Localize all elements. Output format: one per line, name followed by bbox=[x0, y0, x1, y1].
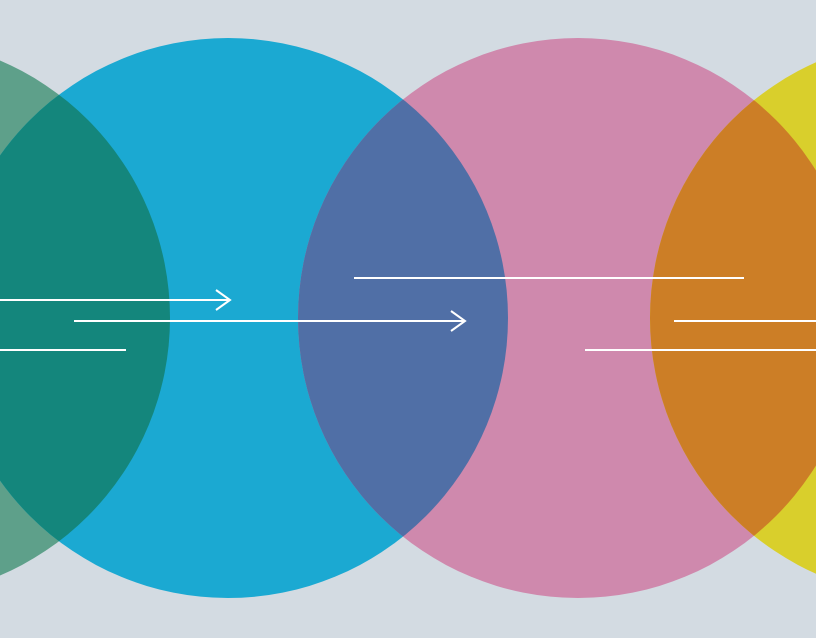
blue-pink-overlap bbox=[298, 38, 508, 598]
right-arrow-icon bbox=[450, 310, 467, 332]
pink-yellow-overlap bbox=[650, 38, 816, 598]
lines-group bbox=[0, 277, 816, 351]
right-arrow-icon bbox=[215, 289, 232, 311]
green-blue-overlap bbox=[0, 38, 170, 598]
